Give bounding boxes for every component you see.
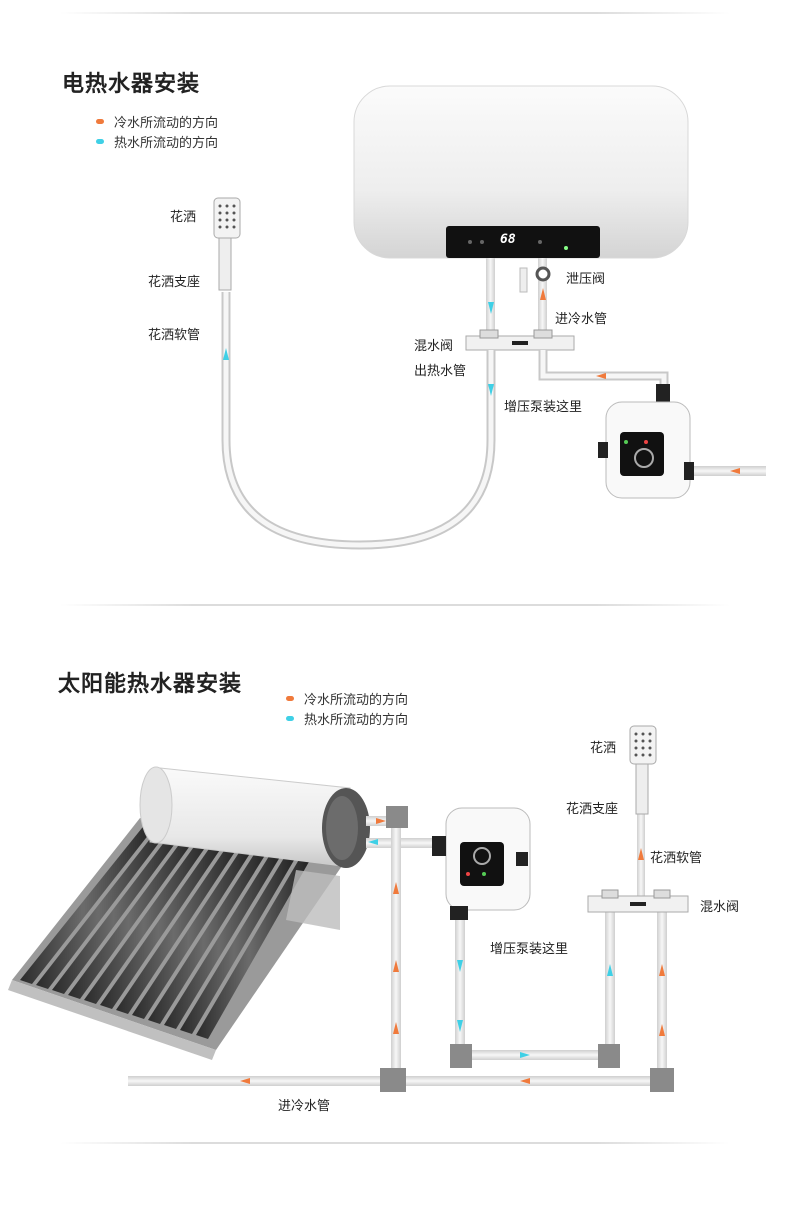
label-mixing-valve: 混水阀 [414,339,454,354]
solar-storage-tank [139,766,370,868]
middle-divider [60,604,730,606]
hot-flow-arrow [520,1052,530,1058]
hot-arrow-icon [286,716,294,721]
cold-flow-arrow [659,964,665,976]
cold-flow-arrow [376,818,386,824]
hot-flow-arrow [223,348,229,360]
label-shower-holder: 花洒支座 [148,275,201,290]
cold-flow-arrow [659,1024,665,1036]
top-divider [60,12,730,14]
bottom-divider [60,1142,730,1144]
label-pump-here: 增压泵装这里 [504,400,583,415]
section2-title: 太阳能热水器安装 [58,672,243,697]
section1-title: 电热水器安装 [62,72,201,97]
cold-flow-arrow [596,373,606,379]
shower-head [213,197,241,291]
solar-collector [8,818,346,1060]
flow-arrows-section1 [223,288,740,474]
legend-cold-label: 冷水所流动的方向 [304,693,409,708]
cold-arrow-icon [96,119,104,124]
solar-water-heater-diagram [8,725,689,1092]
label-cold-inlet-solar: 进冷水管 [278,1099,331,1114]
hot-flow-arrow [368,839,378,845]
label-cold-inlet: 进冷水管 [555,312,608,327]
cold-flow-arrow [240,1078,250,1084]
label-hot-outlet: 出热水管 [414,364,467,379]
shower-head-solar [629,725,657,815]
label-shower-head-solar: 花洒 [590,741,617,756]
cold-flow-arrow [393,960,399,972]
legend-hot: 热水所流动的方向 [96,132,218,151]
label-shower-head: 花洒 [170,210,197,225]
hot-flow-arrow [488,302,494,314]
cold-flow-arrow [520,1078,530,1084]
flow-arrows-section2 [240,818,665,1084]
electric-water-heater-diagram [213,85,766,550]
cold-flow-arrow [540,288,546,300]
hot-arrow-icon [96,139,104,144]
hot-flow-arrow [607,964,613,976]
mixing-valve-solar [587,889,689,913]
legend-hot-solar: 热水所流动的方向 [286,709,408,728]
mixing-valve [465,329,575,351]
heater-display: 68 [500,232,516,247]
label-shower-hose: 花洒软管 [148,328,201,343]
legend-cold: 冷水所流动的方向 [96,112,218,131]
legend-cold-solar: 冷水所流动的方向 [286,689,408,708]
booster-pump [598,384,694,499]
cold-flow-arrow [393,882,399,894]
hot-flow-arrow [457,1020,463,1032]
cold-flow-arrow [393,1022,399,1034]
legend-hot-label: 热水所流动的方向 [114,136,219,151]
hot-flow-arrow [488,384,494,396]
legend-cold-label: 冷水所流动的方向 [114,116,219,131]
legend-hot-label: 热水所流动的方向 [304,713,409,728]
cold-flow-arrow [638,848,644,860]
label-pump-here-solar: 增压泵装这里 [490,942,569,957]
label-relief-valve: 泄压阀 [566,272,606,287]
label-mixing-valve-solar: 混水阀 [700,900,740,915]
pipe-fittings [380,806,674,1092]
relief-valve [519,266,551,293]
cold-arrow-icon [286,696,294,701]
water-heater-tank [353,85,689,259]
label-shower-hose-solar: 花洒软管 [650,851,703,866]
label-shower-holder-solar: 花洒支座 [566,802,619,817]
hot-flow-arrow [457,960,463,972]
booster-pump-solar [432,807,531,920]
cold-flow-arrow [730,468,740,474]
